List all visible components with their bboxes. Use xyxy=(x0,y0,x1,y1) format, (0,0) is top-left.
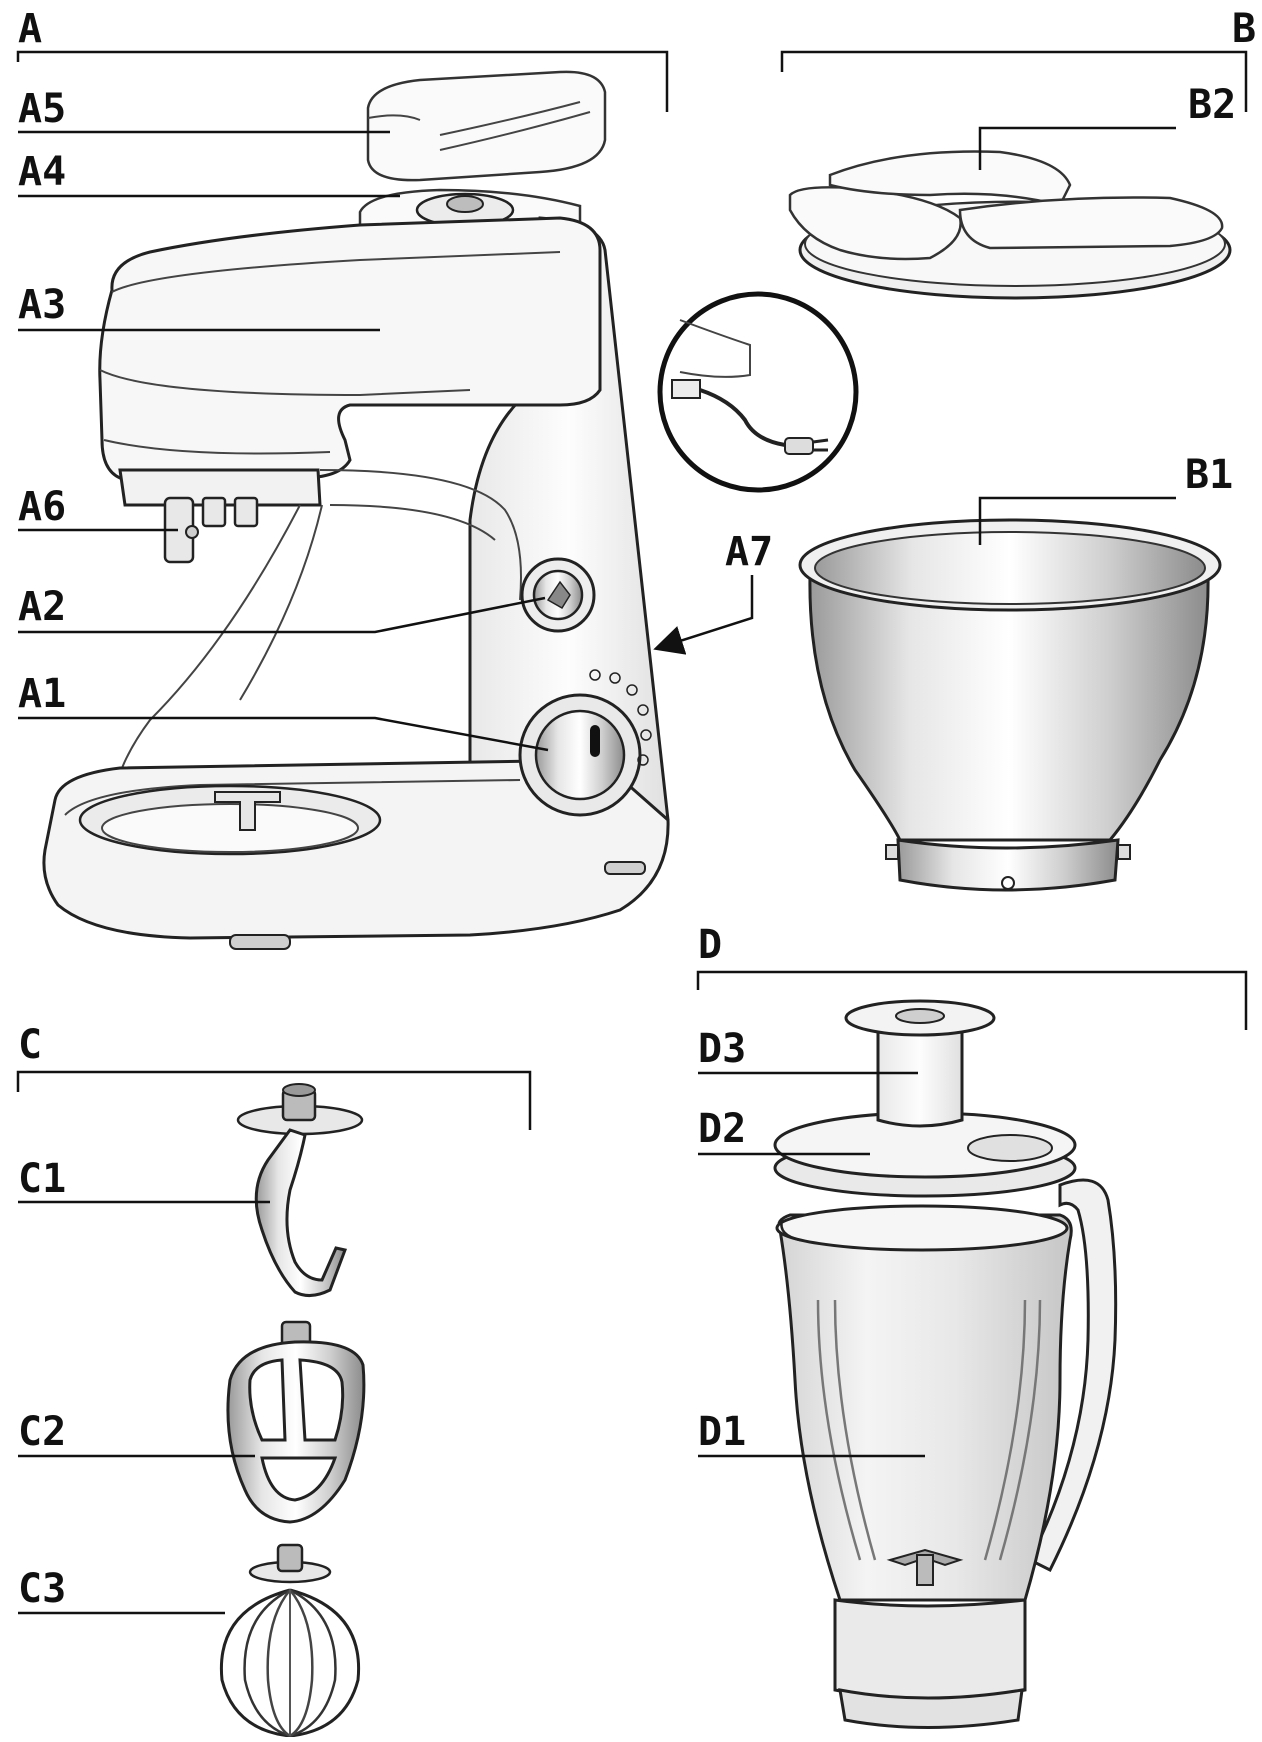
label-a: A xyxy=(18,6,42,52)
c3-whisk xyxy=(219,1543,361,1738)
group-d: D D1 D2 xyxy=(696,922,1248,1729)
bracket-b xyxy=(780,50,1248,112)
leader-b2 xyxy=(978,126,1176,170)
c2-flat-beater xyxy=(226,1320,366,1524)
b2-splash-guard xyxy=(788,150,1232,300)
label-a2: A2 xyxy=(18,584,66,630)
label-d: D xyxy=(698,922,722,968)
label-d1: D1 xyxy=(698,1409,746,1455)
bracket-c xyxy=(16,1070,532,1130)
label-b: B xyxy=(1232,6,1256,52)
a2-head-release-button xyxy=(520,557,596,633)
label-d2: D2 xyxy=(698,1106,746,1152)
bracket-d xyxy=(696,970,1248,1030)
label-b1: B1 xyxy=(1185,452,1233,498)
label-a6: A6 xyxy=(18,484,66,530)
leader-a7 xyxy=(653,575,754,655)
group-a: A A5 A4 xyxy=(16,6,859,950)
label-b2: B2 xyxy=(1188,82,1236,128)
group-c: C C1 C2 C3 xyxy=(16,1022,532,1738)
b1-mixing-bowl xyxy=(798,518,1222,892)
label-a7: A7 xyxy=(725,529,773,575)
leader-a1 xyxy=(18,716,549,752)
label-a1: A1 xyxy=(18,671,66,717)
leader-b1 xyxy=(978,496,1176,545)
leader-a2 xyxy=(18,596,546,634)
c1-dough-hook xyxy=(236,1083,364,1297)
d1-blender-jug xyxy=(775,1178,1118,1729)
bracket-a xyxy=(16,50,669,112)
label-a3: A3 xyxy=(18,282,66,328)
label-c3: C3 xyxy=(18,1566,66,1612)
label-a5: A5 xyxy=(18,86,66,132)
a1-speed-dial xyxy=(518,669,652,817)
label-c: C xyxy=(18,1022,42,1068)
label-c1: C1 xyxy=(18,1156,66,1202)
d3-measuring-cap xyxy=(844,999,996,1128)
a5-outlet-cover xyxy=(366,70,607,182)
a7-power-cord-inset xyxy=(657,291,859,493)
a-stand-mixer-body xyxy=(42,216,670,950)
label-c2: C2 xyxy=(18,1409,66,1455)
group-b: B B2 B1 xyxy=(780,6,1256,892)
label-a4: A4 xyxy=(18,149,66,195)
label-d3: D3 xyxy=(698,1026,746,1072)
a6-tool-drive xyxy=(163,496,259,564)
